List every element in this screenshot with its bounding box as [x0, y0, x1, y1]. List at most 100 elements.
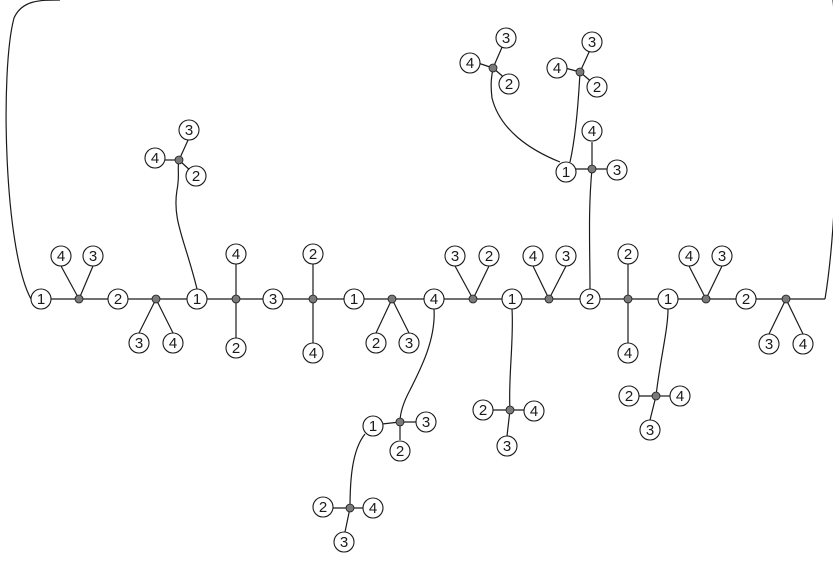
node-label: 4	[466, 55, 474, 72]
node-label: 2	[505, 76, 513, 93]
node-3: 3	[495, 27, 517, 49]
node-circle	[478, 245, 500, 267]
node-label: 3	[588, 34, 596, 51]
branch-bond	[688, 265, 707, 300]
node-circle	[617, 243, 639, 265]
node-4: 4	[423, 288, 445, 310]
node-2: 2	[185, 165, 207, 187]
node-label: 3	[89, 248, 97, 265]
node-circle	[415, 411, 437, 433]
node-label: 3	[718, 248, 726, 265]
node-circle	[225, 243, 247, 265]
node-2: 2	[498, 73, 520, 95]
junction-dot	[651, 391, 661, 401]
node-4: 4	[362, 497, 384, 519]
node-4: 4	[678, 245, 700, 267]
node-label: 2	[232, 340, 240, 357]
node-3: 3	[581, 31, 603, 53]
node-label: 2	[479, 402, 487, 419]
node-label: 4	[799, 336, 807, 353]
node-label: 1	[350, 291, 358, 308]
node-circle	[343, 288, 365, 310]
node-label: 2	[586, 291, 594, 308]
node-label: 3	[613, 162, 621, 179]
node-4: 4	[522, 245, 544, 267]
node-circle	[711, 245, 733, 267]
branch-bond	[78, 265, 94, 300]
node-circle	[496, 435, 518, 457]
junction-dot	[701, 294, 711, 304]
node-circle	[262, 288, 284, 310]
node-circle	[185, 165, 207, 187]
node-label: 4	[309, 345, 317, 362]
node-label: 1	[664, 291, 672, 308]
node-3: 3	[82, 245, 104, 267]
branch-bond	[472, 265, 490, 300]
node-circle	[423, 288, 445, 310]
branch-bond	[60, 265, 80, 300]
node-label: 2	[396, 443, 404, 460]
node-circle	[144, 147, 166, 169]
node-4: 4	[162, 332, 184, 354]
node-2: 2	[735, 288, 757, 310]
node-4: 4	[669, 385, 691, 407]
sub-bond	[349, 433, 366, 509]
node-4: 4	[225, 243, 247, 265]
node-4: 4	[617, 342, 639, 364]
branch-bond	[391, 298, 410, 334]
branch-bond	[785, 298, 804, 335]
node-circle	[639, 419, 661, 441]
branch-bond	[768, 298, 787, 335]
branch-bond	[705, 265, 723, 300]
node-label: 4	[169, 335, 177, 352]
node-label: 2	[625, 388, 633, 405]
node-2: 2	[302, 243, 324, 265]
node-2: 2	[225, 337, 247, 359]
node-label: 3	[340, 534, 348, 551]
node-3: 3	[398, 332, 420, 354]
node-label: 1	[562, 164, 570, 181]
sub-bond	[569, 71, 581, 163]
sub-bond	[655, 308, 669, 397]
node-circle	[617, 342, 639, 364]
node-4: 4	[546, 57, 568, 79]
loop-right	[824, 0, 833, 300]
loop-left	[5, 0, 61, 300]
node-label: 3	[405, 335, 413, 352]
node-label: 3	[765, 336, 773, 353]
node-label: 2	[114, 291, 122, 308]
node-circle	[586, 76, 608, 98]
node-4: 4	[50, 245, 72, 267]
node-circle	[472, 399, 494, 421]
node-2: 2	[365, 332, 387, 354]
node-label: 2	[309, 246, 317, 263]
node-label: 4	[232, 246, 240, 263]
node-label: 3	[422, 414, 430, 431]
node-3: 3	[128, 332, 150, 354]
node-3: 3	[758, 333, 780, 355]
node-circle	[522, 245, 544, 267]
node-1: 1	[657, 288, 679, 310]
node-2: 2	[107, 288, 129, 310]
node-circle	[82, 245, 104, 267]
node-4: 4	[144, 147, 166, 169]
node-3: 3	[496, 435, 518, 457]
node-label: 2	[319, 499, 327, 516]
node-label: 1	[508, 291, 516, 308]
node-circle	[579, 288, 601, 310]
node-4: 4	[302, 342, 324, 364]
node-label: 3	[269, 291, 277, 308]
node-circle	[678, 245, 700, 267]
junction-dot	[781, 294, 791, 304]
node-label: 2	[192, 168, 200, 185]
sub-bond	[175, 159, 198, 290]
node-3: 3	[555, 245, 577, 267]
junction-dot	[345, 503, 355, 513]
branch-bond	[454, 265, 474, 300]
junction-dot	[151, 294, 161, 304]
node-label: 4	[685, 248, 693, 265]
junction-dot	[231, 294, 241, 304]
sub-bond	[509, 308, 513, 411]
node-circle	[389, 440, 411, 462]
